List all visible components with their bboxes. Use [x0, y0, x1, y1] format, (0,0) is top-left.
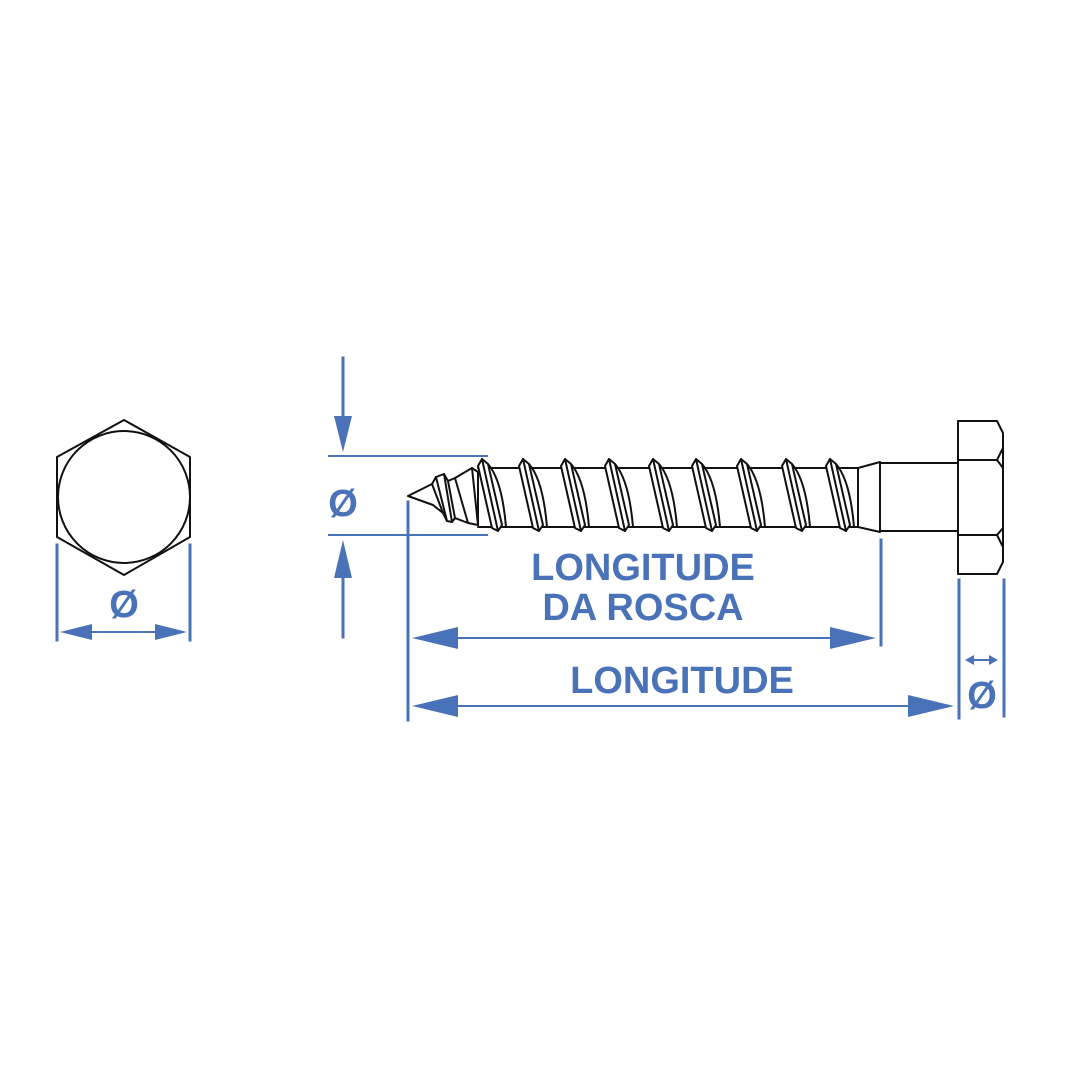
thread-length-label-line2: DA ROSCA	[542, 587, 743, 629]
thread-tooth-edge	[652, 458, 678, 532]
screw-side-view	[407, 420, 1004, 575]
head-height-dimension: Ø	[965, 578, 1006, 718]
thread-tooth-edge	[695, 458, 721, 532]
total-length-label: LONGITUDE	[570, 660, 794, 702]
shank-diameter-label: Ø	[328, 483, 358, 525]
thread-tooth-edge	[740, 458, 766, 532]
shank-diameter-arrow-bottom	[334, 540, 352, 578]
shank-diameter-arrow-top	[334, 416, 352, 452]
thread-tooth-edge	[481, 458, 507, 532]
thread-tooth-edge	[522, 458, 548, 532]
head-diameter-dimension: Ø	[55, 543, 192, 642]
thread-teeth	[477, 458, 855, 532]
hex-head-side	[957, 420, 1004, 575]
thread-length-dimension: LONGITUDE DA ROSCA	[406, 500, 883, 722]
thread-tooth-edge	[564, 458, 590, 532]
head-height-arrow-left	[965, 655, 974, 665]
head-diameter-label: Ø	[109, 584, 139, 626]
head-diameter-arrow-right	[155, 624, 187, 640]
screw-tip	[407, 467, 479, 526]
hex-outline	[56, 419, 191, 576]
hex-head-top-view	[56, 419, 191, 576]
hex-head-facet-lines	[957, 447, 1004, 548]
total-length-dimension: LONGITUDE	[412, 578, 961, 720]
smooth-shank	[879, 462, 959, 532]
total-length-arrow-right	[908, 695, 954, 717]
thread-tooth-edge	[785, 458, 811, 532]
shank-diameter-dimension: Ø	[328, 356, 488, 639]
head-height-label: Ø	[967, 675, 997, 717]
head-diameter-arrow-left	[60, 624, 92, 640]
hex-washer-circle	[57, 430, 191, 564]
shank-transition	[857, 461, 881, 533]
head-height-arrow-right	[989, 655, 998, 665]
screw-tip-thread-b	[454, 467, 479, 526]
thread-length-label-line1: LONGITUDE	[531, 547, 755, 589]
total-length-arrow-left	[412, 695, 458, 717]
thread-tooth-edge	[608, 458, 634, 532]
thread-tooth-edge	[829, 458, 855, 532]
screw-tip-thread-a	[431, 473, 456, 523]
thread-length-arrow-left	[412, 627, 458, 649]
thread-length-arrow-right	[830, 627, 876, 649]
